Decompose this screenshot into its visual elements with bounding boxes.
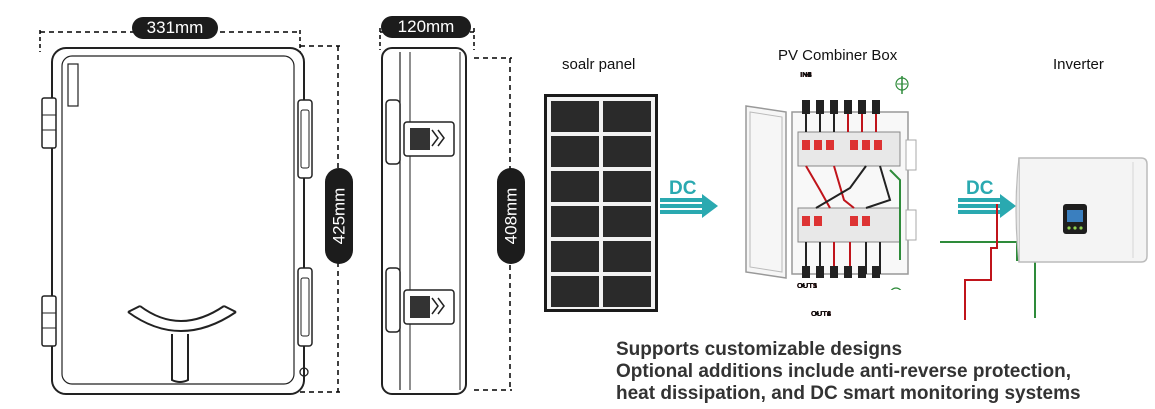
feature-line-3: heat dissipation, and DC smart monitorin…: [616, 383, 1081, 404]
solar-cell: [551, 136, 599, 167]
combiner-box-label: PV Combiner Box: [778, 47, 898, 64]
output-row1-plus-2: +: [800, 281, 806, 290]
input-negative-label-3: IN4: [800, 70, 812, 79]
front-width-dimension: 331mm: [132, 17, 218, 39]
input-positive-label-1: IN2: [800, 70, 812, 79]
solar-cell: [603, 206, 651, 237]
solar-cell: [603, 171, 651, 202]
dc-label-left: DC: [669, 178, 697, 199]
input-negative-label-5: IN6: [800, 70, 812, 79]
output-row2-negative-2: OUT6: [811, 309, 832, 318]
dc-arrow-left-icon: [660, 194, 718, 218]
input-positive-label-5: IN6: [800, 70, 812, 79]
output-row1-minus-0: -: [801, 281, 805, 290]
input-negative-label-1: IN2: [800, 70, 812, 79]
output-row2-positive-1: OUT4: [811, 309, 832, 318]
output-row1-positive-1: OUT3: [797, 281, 818, 290]
output-row1-plus-0: +: [800, 281, 806, 290]
solar-cell: [551, 276, 599, 307]
inverter-icon: [940, 157, 1148, 320]
input-positive-label-2: IN3: [800, 70, 812, 79]
solar-cell: [603, 136, 651, 167]
solar-cell: [551, 101, 599, 132]
input-plus-sign-5: +: [803, 70, 809, 79]
input-plus-sign-1: +: [803, 70, 809, 79]
output-row1-negative-1: OUT3: [797, 281, 818, 290]
output-row1-positive-0: OUT1: [797, 281, 818, 290]
output-row1-negative-0: OUT1: [797, 281, 818, 290]
output-row1-minus-1: -: [801, 281, 805, 290]
input-minus-sign-3: -: [804, 70, 808, 79]
dc-label-right: DC: [966, 178, 994, 199]
input-negative-label-0: IN1: [800, 70, 812, 79]
output-row2-plus-0: +: [814, 309, 820, 318]
input-minus-sign-5: -: [804, 70, 808, 79]
front-view-enclosure-drawing: [39, 30, 340, 395]
input-negative-label-4: IN5: [800, 70, 812, 79]
input-plus-sign-4: +: [803, 70, 809, 79]
output-row1-positive-2: OUT5: [797, 281, 818, 290]
input-minus-sign-1: -: [804, 70, 808, 79]
input-plus-sign-0: +: [803, 70, 809, 79]
side-width-dimension: 120mm: [381, 16, 471, 38]
side-height-dimension: 408mm: [497, 168, 525, 264]
output-row1-minus-2: -: [801, 281, 805, 290]
input-minus-sign-2: -: [804, 70, 808, 79]
output-row2-negative-0: OUT2: [811, 309, 832, 318]
feature-line-1: Supports customizable designs: [616, 339, 903, 360]
inverter-label: Inverter: [1053, 56, 1104, 73]
solar-cell: [551, 206, 599, 237]
output-row2-positive-2: OUT6: [811, 309, 832, 318]
solar-cell: [551, 171, 599, 202]
feature-line-2: Optional additions include anti-reverse …: [616, 361, 1072, 382]
solar-cell: [603, 276, 651, 307]
input-positive-label-0: IN1: [800, 70, 812, 79]
solar-panel-label: soalr panel: [562, 56, 636, 73]
solar-cell: [603, 101, 651, 132]
output-row2-negative-1: OUT4: [811, 309, 832, 318]
output-row1-plus-1: +: [800, 281, 806, 290]
input-minus-sign-4: -: [804, 70, 808, 79]
output-row2-plus-1: +: [814, 309, 820, 318]
input-plus-sign-3: +: [803, 70, 809, 79]
input-positive-label-4: IN5: [800, 70, 812, 79]
front-height-dimension: 425mm: [325, 168, 353, 264]
input-plus-sign-2: +: [803, 70, 809, 79]
combiner-box-drawing: [745, 76, 917, 290]
input-negative-label-2: IN3: [800, 70, 812, 79]
solar-cell: [603, 241, 651, 272]
solar-panel-icon: [544, 94, 658, 312]
side-view-enclosure-drawing: [379, 28, 512, 395]
output-row2-positive-0: OUT2: [811, 309, 832, 318]
input-positive-label-3: IN4: [800, 70, 812, 79]
input-minus-sign-0: -: [804, 70, 808, 79]
output-row1-negative-2: OUT5: [797, 281, 818, 290]
solar-cell: [551, 241, 599, 272]
output-row2-plus-2: +: [814, 309, 820, 318]
